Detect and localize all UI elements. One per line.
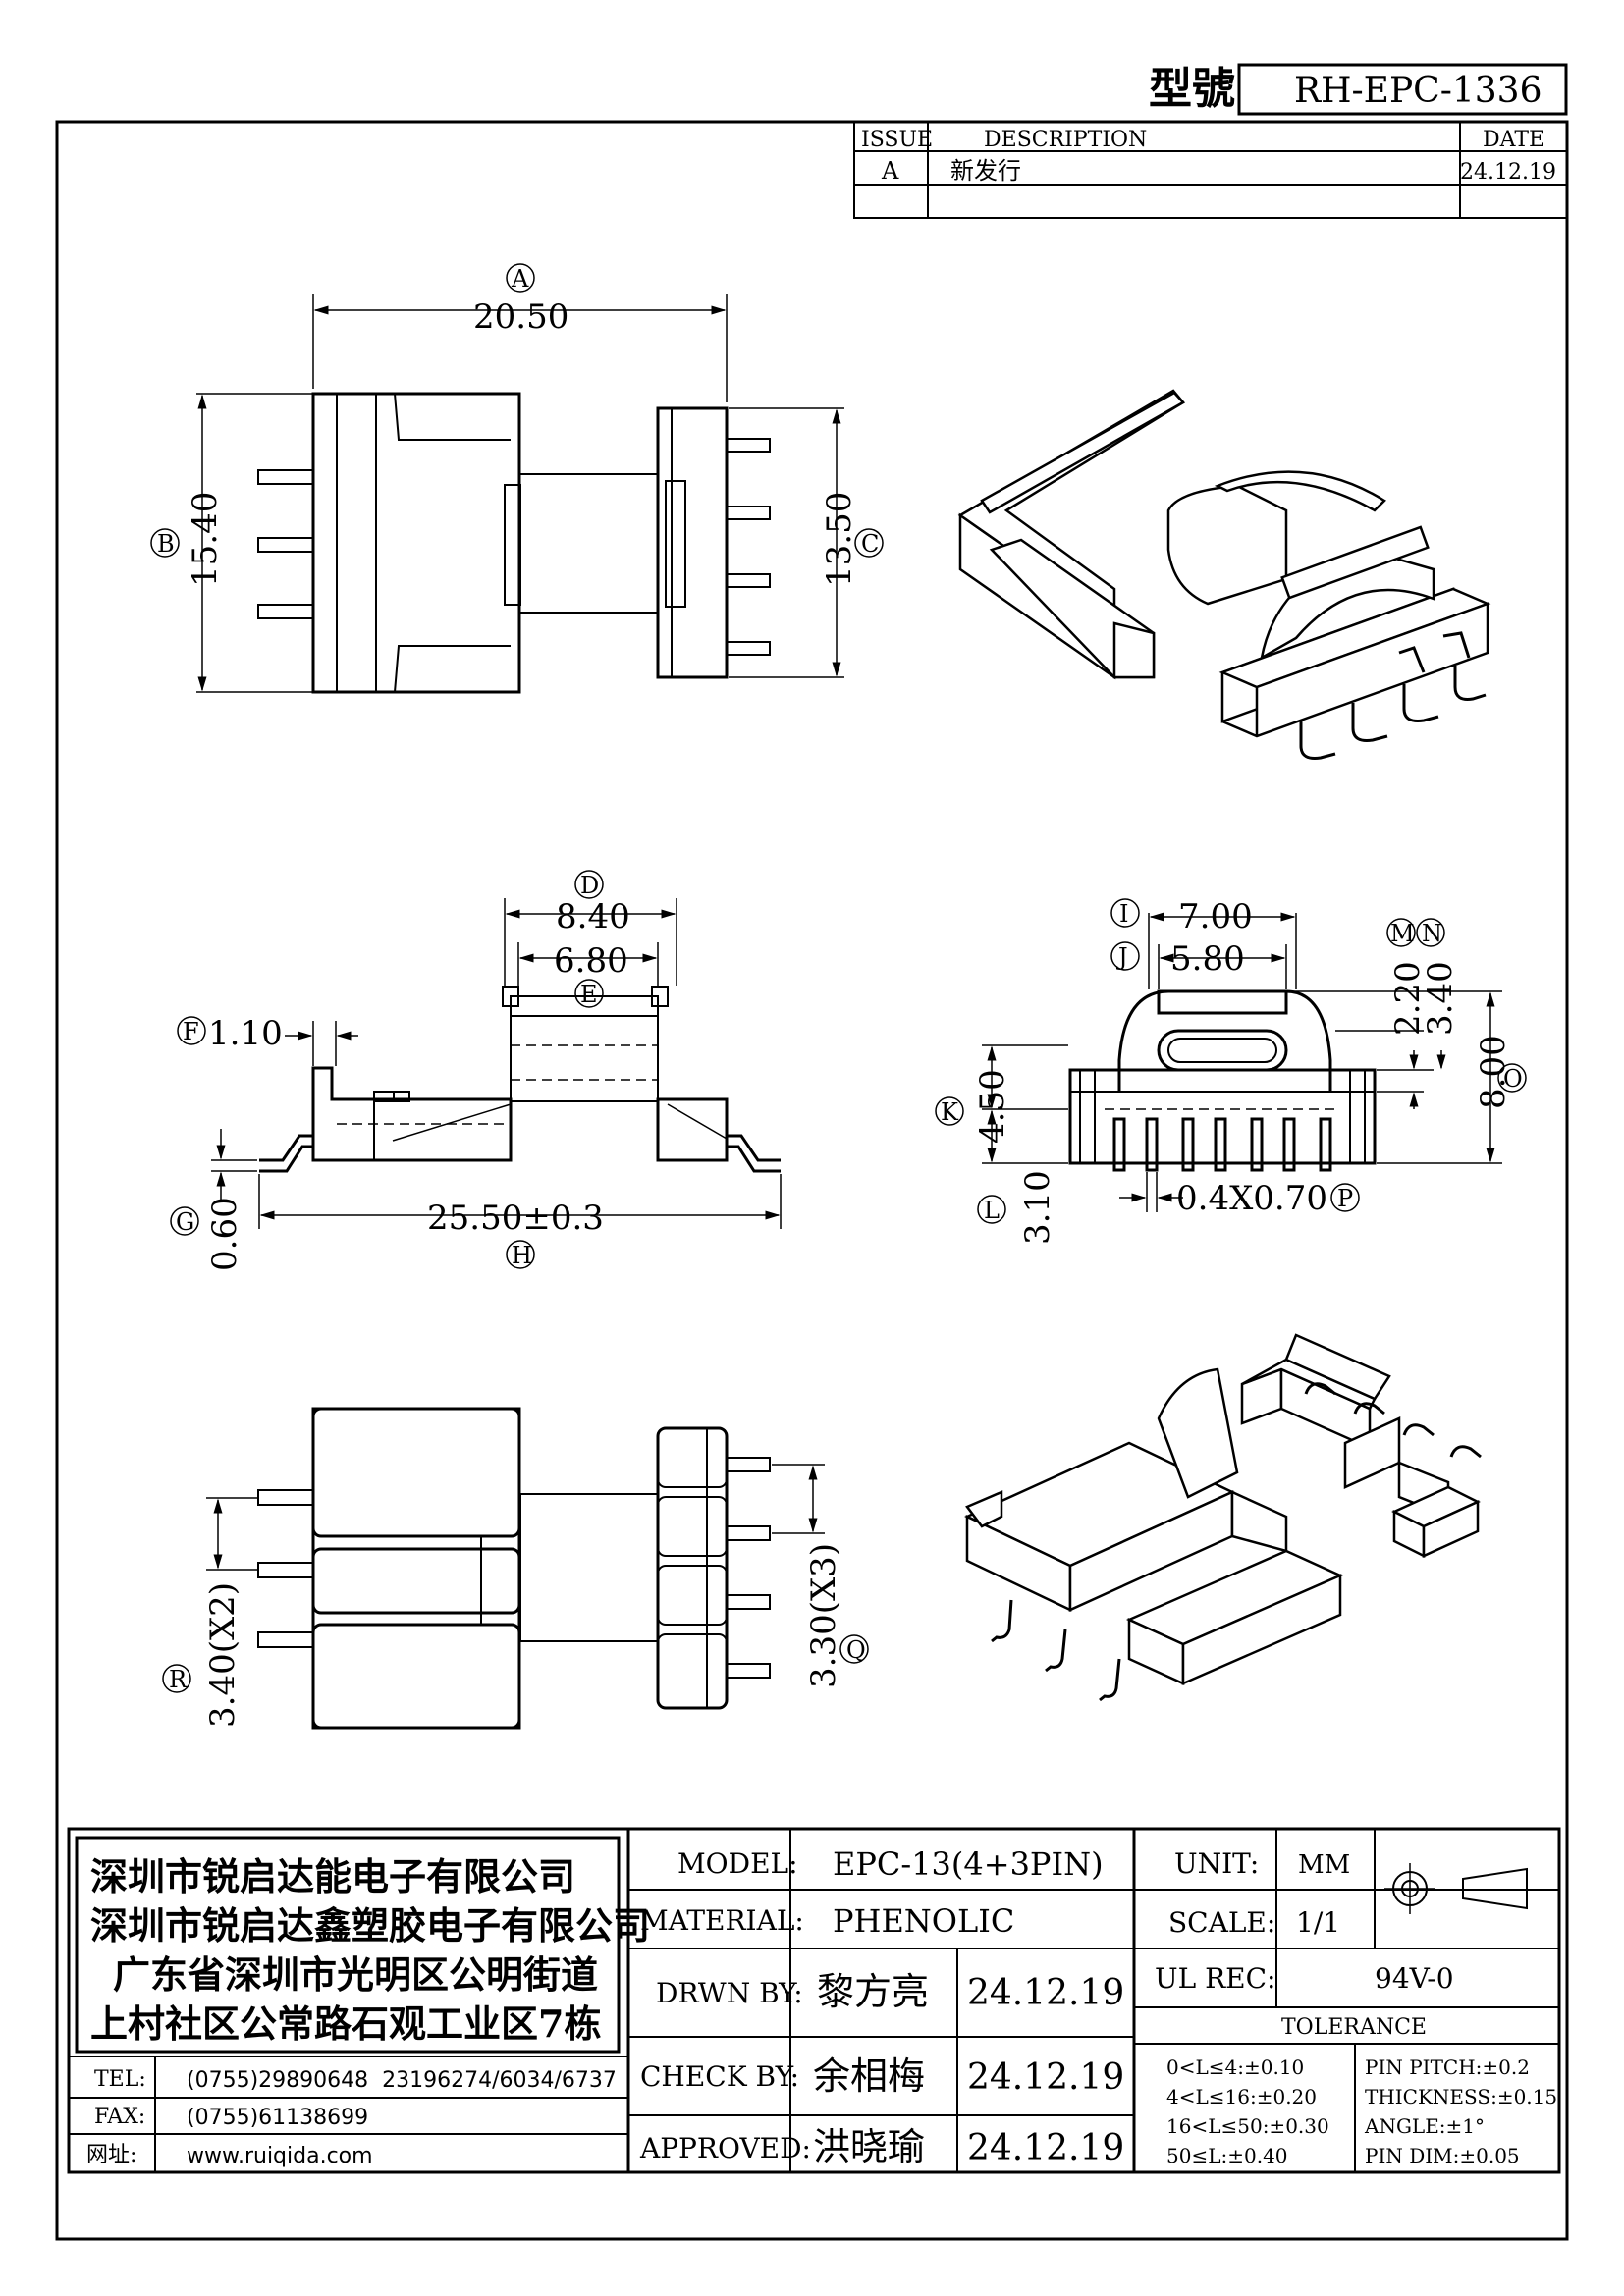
tel-value: (0755)29890648 23196274/6034/6737 bbox=[187, 2068, 617, 2093]
model-value: EPC-13(4+3PIN) bbox=[833, 1845, 1104, 1883]
drawn-by: 黎方亮 bbox=[817, 1970, 929, 2013]
unit-label: UNIT: bbox=[1174, 1847, 1259, 1880]
bottom-view: 3.40(X2) R 3.30(X3) Q bbox=[162, 1407, 869, 1730]
drawn-label: DRWN BY: bbox=[656, 1977, 803, 2009]
dim-p-value: 0.4X0.70 bbox=[1176, 1179, 1327, 1218]
isometric-view-2 bbox=[964, 1333, 1482, 1702]
company-line-3: 广东省深圳市光明区公明街道 bbox=[113, 1952, 598, 1997]
side-view: I 7.00 J 5.80 M N 2.20 3.40 8.00 O 4.50 … bbox=[935, 897, 1527, 1245]
dim-c-marker: C bbox=[861, 530, 879, 558]
drawn-date: 24.12.19 bbox=[967, 1973, 1124, 2013]
scale-value: 1/1 bbox=[1296, 1906, 1340, 1939]
tel-label: TEL: bbox=[94, 2067, 146, 2092]
model-number-value: RH-EPC-1336 bbox=[1294, 71, 1543, 111]
tolerance-left-1: 0<L≤4:±0.10 bbox=[1166, 2056, 1304, 2079]
dim-j-marker: J bbox=[1115, 943, 1128, 971]
revision-header-description: DESCRIPTION bbox=[984, 128, 1147, 152]
isometric-view-1 bbox=[957, 389, 1491, 760]
dim-n-value: 3.40 bbox=[1421, 961, 1460, 1036]
dim-m-value: 2.20 bbox=[1388, 961, 1428, 1036]
dim-c-value: 13.50 bbox=[820, 492, 859, 587]
scale-label: SCALE: bbox=[1168, 1906, 1275, 1939]
model-label: MODEL: bbox=[677, 1847, 798, 1880]
dim-d-value: 8.40 bbox=[556, 897, 630, 936]
model-number-block: 型號 RH-EPC-1336 bbox=[1149, 63, 1568, 116]
tolerance-right-2: THICKNESS:±0.15 bbox=[1365, 2085, 1557, 2109]
dim-o-marker: O bbox=[1503, 1065, 1523, 1093]
model-number-box bbox=[1237, 63, 1568, 116]
dim-k-value: 4.50 bbox=[973, 1069, 1012, 1144]
dim-q-marker: Q bbox=[846, 1636, 866, 1664]
revision-header-date: DATE bbox=[1483, 128, 1544, 152]
dim-b-marker: B bbox=[157, 530, 175, 558]
approved-date: 24.12.19 bbox=[967, 2128, 1124, 2168]
unit-value: MM bbox=[1298, 1850, 1350, 1880]
dim-l-value: 3.10 bbox=[1018, 1170, 1057, 1245]
dim-e-value: 6.80 bbox=[554, 941, 628, 981]
dim-p-marker: P bbox=[1337, 1185, 1353, 1212]
dim-a-value: 20.50 bbox=[473, 297, 568, 337]
top-view: A 20.50 15.40 B 13.50 C bbox=[150, 263, 884, 694]
projection-symbol-icon bbox=[1384, 1863, 1528, 1914]
dim-h-marker: H bbox=[512, 1242, 532, 1269]
tolerance-left-2: 4<L≤16:±0.20 bbox=[1166, 2085, 1317, 2109]
material-label: MATERIAL: bbox=[640, 1904, 804, 1937]
dim-g-value: 0.60 bbox=[205, 1197, 244, 1271]
revision-header-issue: ISSUE bbox=[861, 128, 933, 152]
company-line-2: 深圳市锐启达鑫塑胶电子有限公司 bbox=[90, 1903, 650, 1948]
dim-n-marker: N bbox=[1422, 920, 1442, 947]
dim-r-value: 3.40(X2) bbox=[203, 1582, 243, 1728]
dim-h-value: 25.50±0.3 bbox=[427, 1199, 604, 1238]
company-line-4: 上村社区公常路石观工业区7栋 bbox=[90, 2002, 601, 2046]
drawing-border bbox=[55, 120, 1569, 2241]
title-block: 深圳市锐启达能电子有限公司 深圳市锐启达鑫塑胶电子有限公司 广东省深圳市光明区公… bbox=[67, 1827, 1561, 2174]
dim-i-marker: I bbox=[1119, 900, 1128, 928]
fax-label: FAX: bbox=[94, 2105, 145, 2129]
dim-m-marker: M bbox=[1390, 920, 1415, 947]
check-label: CHECK BY: bbox=[640, 2060, 799, 2093]
front-view: D 8.40 6.80 E F 1.10 0.60 G 25.50±0.3 H bbox=[170, 870, 782, 1271]
tolerance-left-4: 50≤L:±0.40 bbox=[1166, 2144, 1288, 2167]
revision-table: ISSUE DESCRIPTION DATE A 新发行 24.12.19 bbox=[853, 121, 1568, 219]
company-line-1: 深圳市锐启达能电子有限公司 bbox=[90, 1854, 575, 1898]
web-label: 网址: bbox=[86, 2143, 136, 2167]
revision-issue: A bbox=[881, 157, 899, 185]
dim-g-marker: G bbox=[176, 1208, 194, 1236]
check-by: 余相梅 bbox=[813, 2055, 925, 2098]
dim-o-value: 8.00 bbox=[1474, 1035, 1513, 1109]
approved-by: 洪晓瑜 bbox=[813, 2125, 925, 2168]
ul-label: UL REC: bbox=[1155, 1962, 1275, 1995]
fax-value: (0755)61138699 bbox=[187, 2106, 368, 2130]
dim-k-marker: K bbox=[941, 1098, 959, 1126]
tolerance-label: TOLERANCE bbox=[1281, 2015, 1427, 2040]
revision-date: 24.12.19 bbox=[1460, 160, 1556, 185]
tolerance-right-1: PIN PITCH:±0.2 bbox=[1365, 2056, 1530, 2079]
dim-i-value: 7.00 bbox=[1178, 897, 1253, 936]
tolerance-left-3: 16<L≤50:±0.30 bbox=[1166, 2114, 1329, 2138]
dim-b-value: 15.40 bbox=[186, 492, 225, 587]
approved-label: APPROVED: bbox=[639, 2132, 811, 2164]
material-value: PHENOLIC bbox=[833, 1902, 1014, 1940]
model-number-label: 型號 bbox=[1149, 64, 1235, 114]
dim-a-marker: A bbox=[511, 265, 529, 293]
dim-q-value: 3.30(X3) bbox=[804, 1543, 843, 1688]
dim-l-marker: L bbox=[984, 1197, 1000, 1224]
dim-j-value: 5.80 bbox=[1170, 939, 1245, 979]
check-date: 24.12.19 bbox=[967, 2057, 1124, 2098]
web-value: www.ruiqida.com bbox=[187, 2144, 373, 2168]
revision-description: 新发行 bbox=[950, 157, 1021, 185]
ul-value: 94V-0 bbox=[1375, 1962, 1454, 1995]
dim-d-marker: D bbox=[580, 872, 599, 899]
tolerance-right-4: PIN DIM:±0.05 bbox=[1365, 2144, 1520, 2167]
dim-f-marker: F bbox=[183, 1018, 199, 1045]
dim-e-marker: E bbox=[580, 981, 598, 1008]
dim-f-value: 1.10 bbox=[208, 1014, 283, 1053]
dim-r-marker: R bbox=[169, 1666, 188, 1693]
tolerance-right-3: ANGLE:±1° bbox=[1364, 2114, 1485, 2138]
